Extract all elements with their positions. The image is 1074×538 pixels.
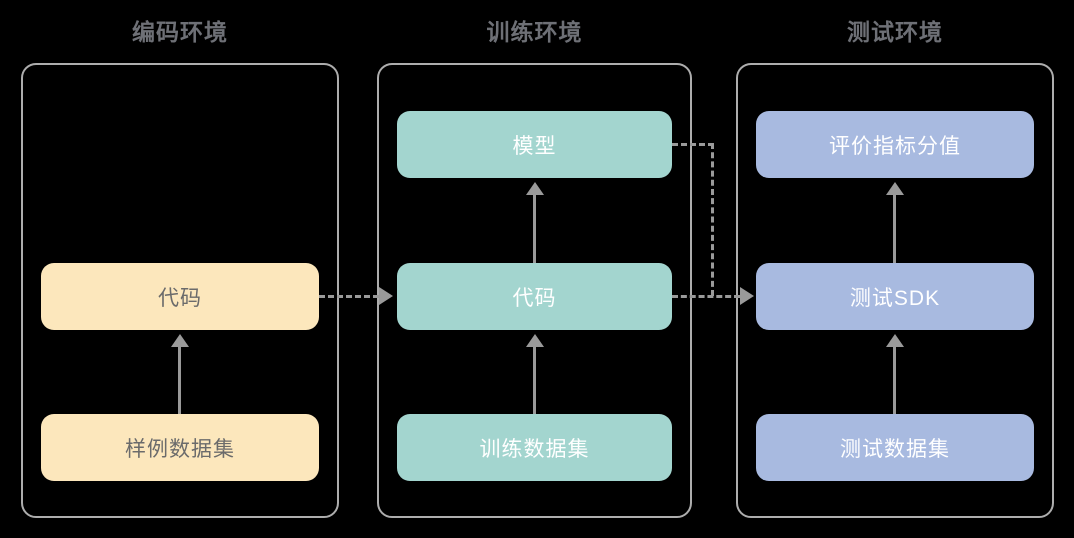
connector-train-model-to-test-sdk-top-segment <box>672 143 714 146</box>
environment-container-train <box>377 63 692 518</box>
environment-container-test <box>736 63 1054 518</box>
connector-test-sdk-to-metrics-arrowhead <box>886 182 904 195</box>
connector-train-code-to-test-sdk-line <box>672 295 740 298</box>
node-test-metrics[interactable]: 评价指标分值 <box>756 111 1034 178</box>
connector-train-code-to-model-stem <box>533 194 536 263</box>
node-train-model[interactable]: 模型 <box>397 111 672 178</box>
environment-container-coding <box>21 63 339 518</box>
connector-test-dataset-to-sdk-stem <box>893 346 896 414</box>
connector-train-code-to-model-arrowhead <box>526 182 544 195</box>
connector-coding-code-to-train-code-arrowhead <box>379 287 393 305</box>
connector-train-dataset-to-code-stem <box>533 346 536 414</box>
node-train-code[interactable]: 代码 <box>397 263 672 330</box>
node-coding-code[interactable]: 代码 <box>41 263 319 330</box>
column-title-train: 训练环境 <box>486 19 583 45</box>
node-test-dataset[interactable]: 测试数据集 <box>756 414 1034 481</box>
connector-train-dataset-to-code-arrowhead <box>526 334 544 347</box>
connector-train-model-to-test-sdk-vertical-segment <box>711 143 714 296</box>
node-test-sdk[interactable]: 测试SDK <box>756 263 1034 330</box>
connector-coding-code-to-train-code-line <box>319 295 379 298</box>
connector-coding-dataset-to-code-stem <box>178 346 181 414</box>
connector-train-code-to-test-sdk-arrowhead <box>740 287 754 305</box>
column-title-coding: 编码环境 <box>132 19 228 45</box>
column-title-test: 测试环境 <box>847 19 943 45</box>
node-train-dataset[interactable]: 训练数据集 <box>397 414 672 481</box>
connector-coding-dataset-to-code-arrowhead <box>171 334 189 347</box>
connector-test-sdk-to-metrics-stem <box>893 194 896 263</box>
connector-test-dataset-to-sdk-arrowhead <box>886 334 904 347</box>
node-coding-sample-dataset[interactable]: 样例数据集 <box>41 414 319 481</box>
